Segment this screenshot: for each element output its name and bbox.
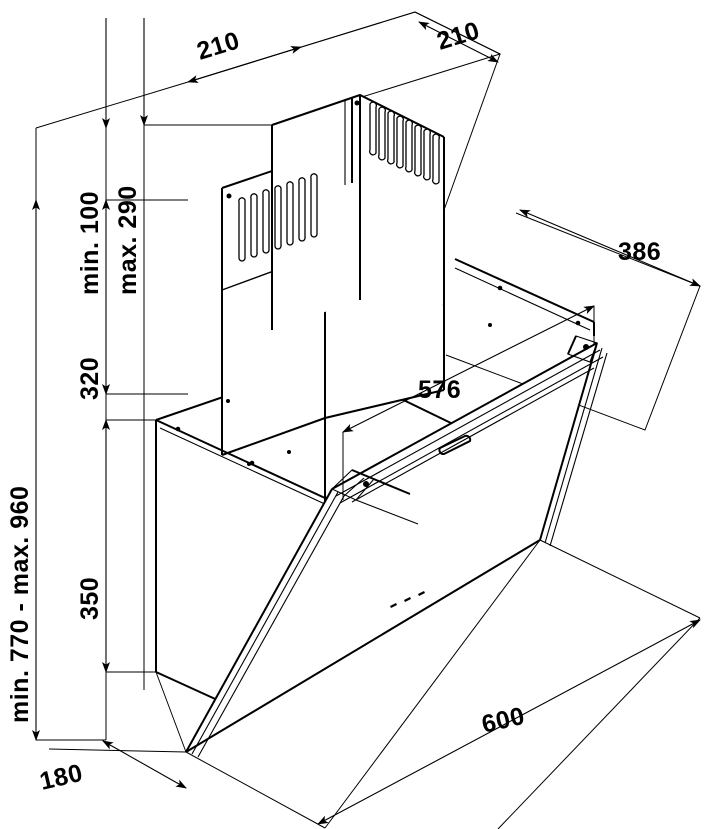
rim-screw-2: [249, 460, 255, 466]
hinge-screw-right: [583, 344, 589, 350]
dim-label-320: 320: [76, 357, 104, 400]
screw-hole-upper-chimney: [354, 100, 360, 106]
dim-label-386: 386: [618, 238, 661, 266]
rim-screw-1: [175, 426, 181, 432]
control-panel-indicators: [390, 591, 425, 608]
lower-chimney-vent-slots: [226, 173, 318, 262]
dim-label-350: 350: [76, 577, 104, 620]
screw-dot-d: [488, 323, 492, 327]
shelf-screw-2: [575, 320, 581, 326]
screw-hole-lower-chimney: [226, 193, 232, 199]
indicator-dot-2: [404, 597, 411, 602]
hinge-screw-left: [363, 481, 369, 487]
indicator-dot-1: [390, 603, 397, 608]
screw-dot-a: [226, 399, 230, 403]
indicator-dot-3: [418, 591, 425, 596]
dim-chimney-depth-left: [187, 46, 302, 83]
dim-ceiling-gap: [102, 18, 148, 129]
dim-label-mounting-height: min. 770 - max. 960: [6, 486, 34, 723]
dim-body-depth: [102, 740, 187, 789]
dim-hood-width: [317, 619, 701, 825]
upper-chimney-vent-slots: [354, 100, 440, 185]
dim-hood-depth: [519, 209, 701, 287]
screw-dot-b: [287, 450, 291, 454]
dim-glass-inner-width: [342, 305, 595, 500]
dim-label-576: 576: [418, 376, 461, 404]
dim-label-min-100: min. 100: [76, 191, 104, 295]
dim-chimney-width-right: [418, 21, 499, 63]
dim-label-max-290: max. 290: [114, 185, 142, 295]
shelf-screw-1: [497, 285, 503, 291]
